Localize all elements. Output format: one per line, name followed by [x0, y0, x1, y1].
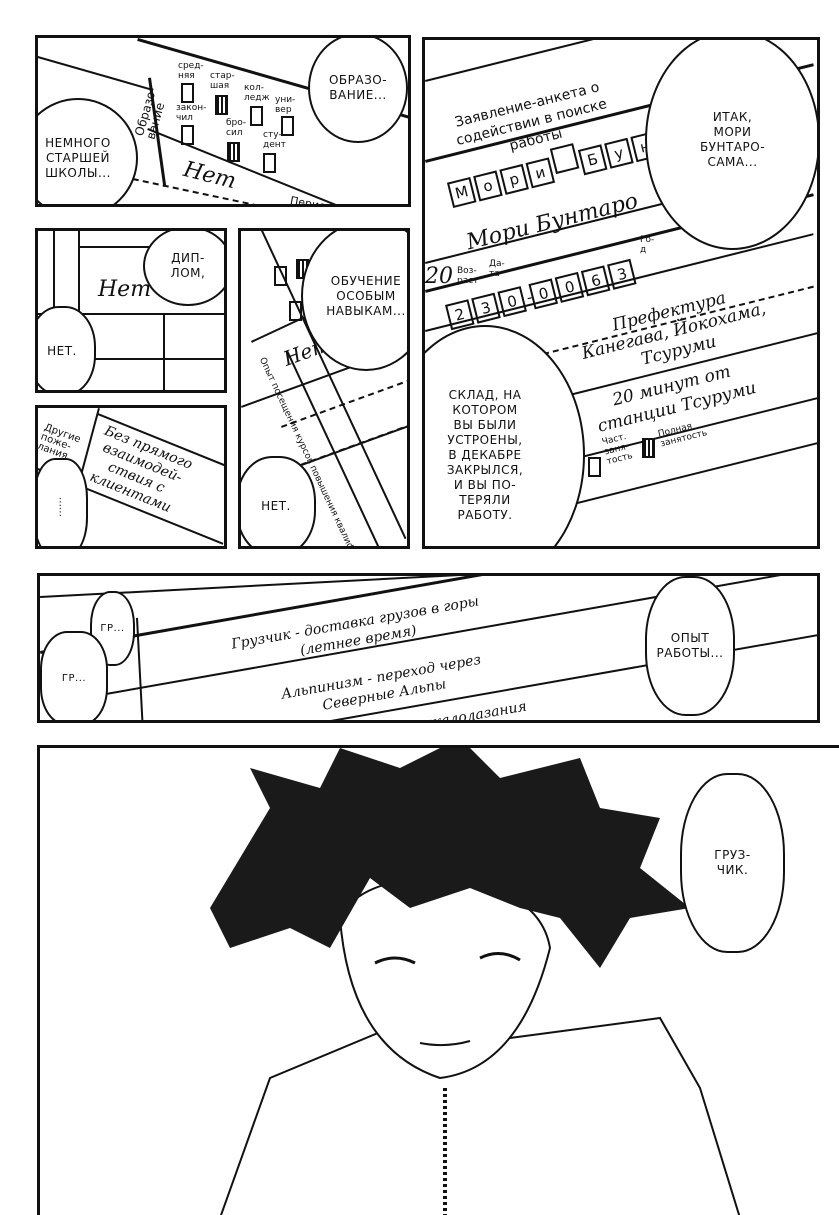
checkbox [181, 83, 194, 103]
checkbox [274, 266, 287, 286]
speech-bubble: Дип- лом, [143, 231, 224, 306]
form-line [38, 358, 224, 360]
form-line [38, 56, 154, 91]
name-cell: и [525, 157, 556, 189]
name-cell: р [499, 163, 529, 195]
eye-left [374, 956, 416, 965]
option-college: кол- ледж [244, 83, 270, 103]
diploma-value: Нет [98, 277, 152, 302]
age-label: Воз- раст [457, 266, 479, 286]
checkbox [289, 301, 302, 321]
name-cell [549, 143, 580, 175]
wishes-value: Без прямого взаимодей- ствия с клиентами [87, 423, 195, 516]
option-student: сту- дент [263, 130, 286, 150]
speech-bubble: Итак, Мори Бунтаро- сама... [645, 40, 817, 250]
postal-cell: 0 [555, 271, 585, 303]
education-label: Образо- вание [132, 85, 168, 141]
panel-work-experience: Грузчик - доставка грузов в горы (летнее… [37, 573, 820, 723]
part-time-label: Част. заня- тость [601, 432, 634, 468]
checkbox-checked [642, 438, 655, 458]
form-line [38, 313, 224, 315]
mouth [419, 1040, 471, 1047]
postal-cell: 3 [471, 292, 501, 324]
period-label: Период [289, 194, 335, 207]
speech-bubble: ⋮ ⋮ [38, 458, 88, 546]
checkbox-checked [227, 142, 240, 162]
speech-bubble: Образо- вание... [308, 38, 408, 143]
name-cell: о [473, 170, 503, 202]
form-line [163, 313, 165, 390]
name-cell: у [604, 137, 634, 169]
postal-cell: 0 [528, 278, 559, 310]
speech-bubble: Груз- чик. [680, 773, 785, 953]
speech-bubble: Склад, на котором вы были устроены, в де… [425, 325, 585, 546]
hair [210, 748, 690, 968]
option-university: уни- вер [275, 95, 296, 115]
age-value: 20 [425, 264, 453, 289]
speech-bubble: Опыт работы... [645, 576, 735, 716]
speech-bubble: Обучение особым навыкам... [301, 231, 407, 371]
option-dropped: бро- сил [226, 118, 247, 138]
date-label: Да- та [489, 259, 505, 279]
speech-bubble: Нет. [38, 306, 96, 390]
education-value: Нет [180, 157, 239, 195]
postal-cell: 3 [607, 258, 638, 290]
panel-diploma: Нет Дип- лом, Нет. [35, 228, 227, 393]
checkbox [588, 457, 601, 477]
full-time-label: Полная занятость [657, 421, 709, 450]
option-high-school: стар- шая [210, 71, 235, 91]
postal-cell: 0 [497, 286, 527, 318]
option-secondary: сред- няя [178, 61, 204, 81]
panel-skills-training: Опыт посещения курсов повышения квалифик… [238, 228, 410, 549]
speech-bubble: Нет. [241, 456, 316, 546]
speech-bubble: Немного старшей школы... [38, 98, 138, 204]
speech-bubble: Гр... [40, 631, 108, 720]
checkbox-checked [215, 95, 228, 115]
checkbox [281, 116, 294, 136]
name-cell: Б [577, 144, 608, 176]
panel-other-wishes: Другие поже- лания Без прямого взаимодей… [35, 405, 227, 549]
year-label: Го- д [640, 235, 655, 255]
eye-right [479, 952, 521, 962]
panel-portrait: Груз- чик. [37, 745, 839, 1215]
panel-application-form: Заявление-анкета о содействии в поиске р… [422, 37, 820, 549]
option-graduated: закон- чил [176, 103, 207, 123]
panel-education: Образо- вание сред- няя стар- шая кол- л… [35, 35, 411, 207]
jacket [220, 1016, 741, 1215]
name-cell: М [446, 176, 477, 208]
checkbox [250, 106, 263, 126]
checkbox [263, 153, 276, 173]
postal-cell: 6 [581, 265, 611, 297]
checkbox [181, 125, 194, 145]
character-illustration [210, 748, 741, 1215]
